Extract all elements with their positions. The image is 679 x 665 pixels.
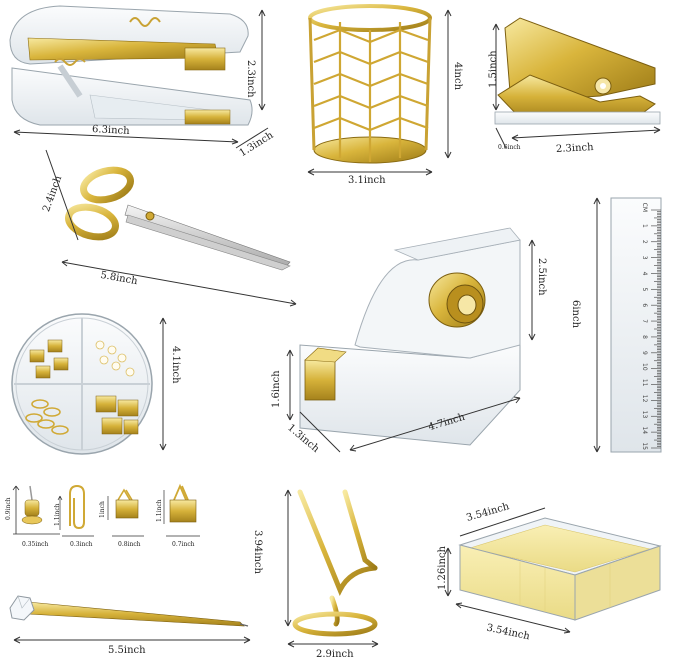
ruler-dimension-lines	[593, 197, 601, 453]
paper-clip-height-label: 1.1inch	[54, 503, 61, 526]
ruler-number: 4	[641, 272, 648, 276]
small-binder-clip	[107, 488, 144, 537]
crystal-pen	[9, 595, 249, 627]
stapler-length-label: 6.3inch	[91, 124, 130, 137]
push-pin	[12, 485, 60, 535]
staple-remover-width-label: 0.6inch	[498, 144, 521, 151]
clip-box-diameter-label: 4.1inch	[170, 346, 181, 384]
pen-dimension-lines	[13, 636, 251, 644]
ruler-number: 6	[641, 303, 648, 307]
binder-clip-box	[11, 313, 153, 455]
paper-clip-width-label: 0.3inch	[70, 541, 93, 548]
ruler-length-label: 6inch	[570, 300, 581, 329]
stapler	[9, 5, 253, 126]
paper-clip	[57, 484, 94, 537]
phone-stand-height-label: 3.94inch	[252, 530, 263, 574]
scissors	[65, 166, 291, 271]
ruler-number: 7	[641, 319, 648, 323]
push-pin-width-label: 0.35inch	[22, 541, 49, 548]
tape-dispenser-dimension-lines	[286, 239, 536, 453]
large-binder-width-label: 0.7inch	[172, 541, 195, 548]
staple-remover-dimension-lines	[492, 23, 661, 149]
ruler-number: 11	[641, 379, 648, 387]
pen-length-label: 5.5inch	[108, 645, 146, 656]
small-binder-height-label: 1inch	[99, 501, 106, 518]
memo-cube	[458, 517, 662, 621]
ruler-number: 13	[641, 411, 648, 419]
phone-stand-dimension-lines	[284, 489, 379, 648]
ruler-number: 3	[641, 256, 648, 260]
ruler-number: 8	[641, 335, 648, 339]
memo-cube-dimension-lines	[444, 507, 571, 634]
large-binder-height-label: 1.1inch	[156, 499, 163, 522]
phone-stand-width-label: 2.9inch	[316, 649, 354, 660]
small-binder-width-label: 0.8inch	[118, 541, 141, 548]
staple-remover	[494, 17, 661, 125]
scissors-dimension-lines	[45, 149, 297, 307]
memo-cube-height-label: 1.26inch	[437, 546, 448, 590]
tape-dispenser-base-height-label: 1.6inch	[271, 370, 282, 408]
ruler-number: 12	[641, 395, 648, 403]
pen-holder-dimension-lines	[307, 9, 452, 176]
ruler-number: 14	[641, 426, 648, 434]
phone-stand	[292, 489, 378, 637]
tape-dispenser	[299, 227, 521, 446]
clip-box-dimension-lines	[159, 317, 167, 451]
staple-remover-length-label: 2.3inch	[555, 142, 594, 155]
pen-holder-height-label: 4inch	[452, 62, 463, 91]
pen-holder	[308, 4, 432, 164]
ruler-number: 9	[641, 351, 648, 355]
staple-remover-height-label: 1.5inch	[488, 50, 499, 88]
ruler-number: 5	[641, 288, 648, 292]
pen-holder-diameter-label: 3.1inch	[348, 175, 386, 186]
stapler-height-label: 2.3inch	[245, 60, 256, 98]
tape-dispenser-height-label: 2.5inch	[536, 258, 547, 296]
large-binder-clip	[163, 483, 200, 537]
push-pin-height-label: 0.9inch	[5, 497, 12, 520]
stapler-dimension-lines	[13, 9, 269, 149]
ruler-number: 15	[641, 442, 648, 450]
ruler-number: CM	[641, 203, 648, 212]
ruler-number: 1	[641, 224, 648, 228]
ruler-number: 10	[641, 363, 648, 371]
ruler-number: 2	[641, 240, 648, 244]
